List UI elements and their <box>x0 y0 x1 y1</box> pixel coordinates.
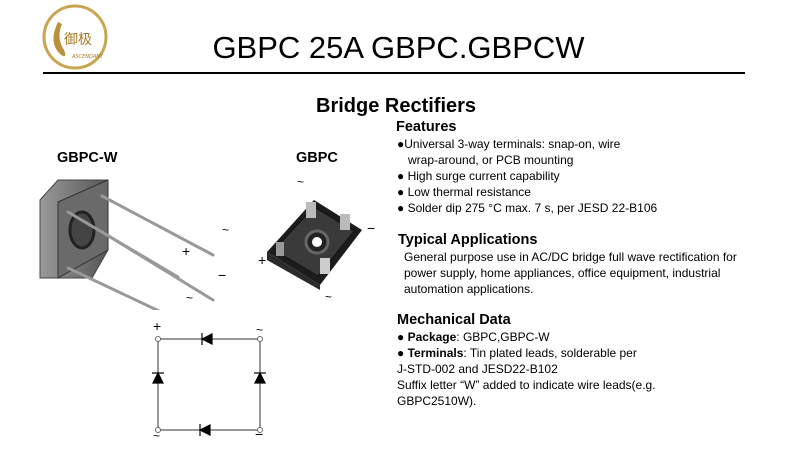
gbpc-w-terminal-plus: + <box>182 243 191 259</box>
gbpc-w-package-image <box>39 179 215 310</box>
svg-text:御极: 御极 <box>64 32 92 48</box>
circuit-terminal-minus: − <box>255 426 264 442</box>
gbpc-terminal-ac-bottom: ~ <box>325 290 333 304</box>
mechanical-heading: Mechanical Data <box>397 312 511 328</box>
mechanical-text: GBPC2510W). <box>397 394 477 408</box>
gbpc-label: GBPC <box>296 150 338 166</box>
applications-text: power supply, home appliances, office eq… <box>404 266 721 280</box>
mechanical-text: J-STD-002 and JESD22-B102 <box>397 362 558 376</box>
bridge-circuit-diagram <box>152 333 266 436</box>
gbpc-w-terminal-ac2: ~ <box>186 291 194 305</box>
mechanical-text: Suffix letter “W” added to indicate wire… <box>397 378 656 392</box>
feature-item: ●Universal 3-way terminals: snap-on, wir… <box>397 137 621 151</box>
terminals-label: Terminals <box>407 346 464 360</box>
feature-item: ● High surge current capability <box>397 169 560 183</box>
package-label: Package <box>407 330 457 344</box>
gbpc-terminal-plus: + <box>258 252 267 268</box>
gbpc-terminal-ac-top: ~ <box>297 175 305 189</box>
circuit-terminal-plus: + <box>153 318 162 334</box>
features-heading: Features <box>396 119 457 135</box>
circuit-terminal-ac-left: ~ <box>153 429 161 443</box>
gbpc-w-terminal-minus: − <box>218 267 227 283</box>
applications-heading: Typical Applications <box>398 232 538 248</box>
mechanical-package: ● Package: GBPC,GBPC-W <box>397 330 550 344</box>
section-title: Bridge Rectifiers <box>316 95 477 117</box>
header-divider <box>43 72 745 74</box>
page-title: GBPC 25A GBPC.GBPCW <box>212 30 585 65</box>
gbpc-w-terminal-ac1: ~ <box>222 223 230 237</box>
svg-text:ASCENDANT: ASCENDANT <box>71 54 104 60</box>
circuit-terminal-ac-right: ~ <box>256 323 264 337</box>
package-value: : GBPC,GBPC-W <box>456 330 550 344</box>
gbpc-w-label: GBPC-W <box>57 150 118 166</box>
gbpc-package-image <box>267 200 362 290</box>
feature-item: wrap-around, or PCB mounting <box>408 153 574 167</box>
terminals-value: : Tin plated leads, solderable per <box>463 346 637 360</box>
mechanical-terminals: ● Terminals: Tin plated leads, solderabl… <box>397 346 637 360</box>
gbpc-terminal-minus: − <box>367 220 376 236</box>
applications-text: General purpose use in AC/DC bridge full… <box>404 250 737 264</box>
applications-text: automation applications. <box>404 282 534 296</box>
company-logo: 御极 ASCENDANT <box>42 4 108 70</box>
feature-item: ● Low thermal resistance <box>397 185 531 199</box>
feature-item: ● Solder dip 275 °C max. 7 s, per JESD 2… <box>397 201 658 215</box>
